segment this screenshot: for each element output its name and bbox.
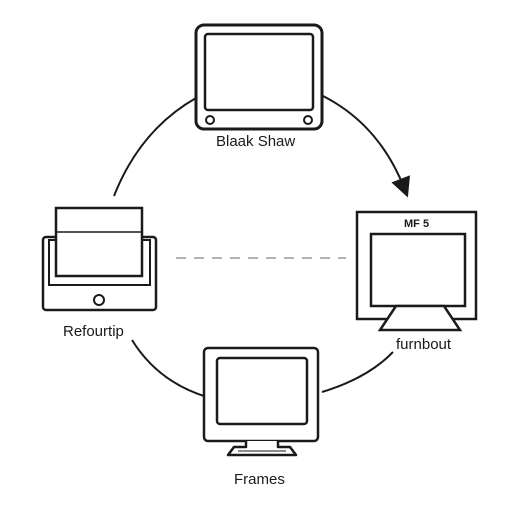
arc-top-to-right-arrow xyxy=(322,95,411,198)
crt-monitor-icon xyxy=(202,346,320,457)
arc-left-to-bottom xyxy=(131,339,208,398)
monitor-icon xyxy=(194,23,324,131)
device-dock-icon xyxy=(41,206,158,312)
node-label-right: furnbout xyxy=(396,336,452,353)
node-label-bottom: Frames xyxy=(234,471,285,488)
desktop-monitor-icon xyxy=(355,210,478,332)
arc-right-to-bottom xyxy=(321,351,394,393)
screen-text-right: MF 5 xyxy=(404,218,430,230)
node-label-top: Blaak Shaw xyxy=(216,133,296,150)
arc-top-to-left xyxy=(113,97,197,197)
node-label-left: Refourtip xyxy=(63,323,124,340)
